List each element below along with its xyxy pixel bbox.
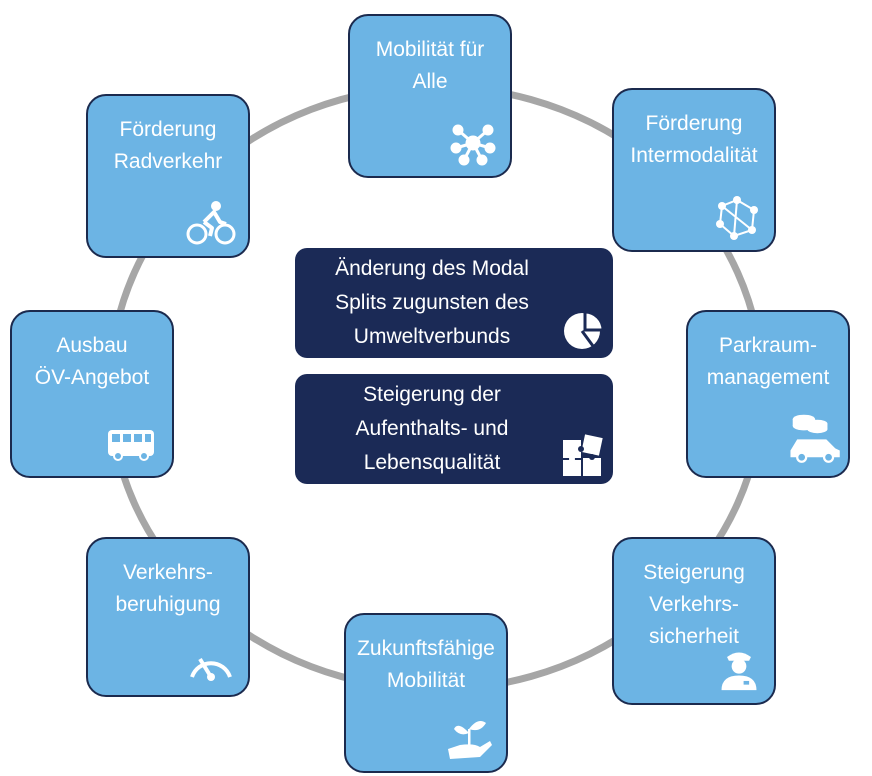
network-icon	[450, 124, 496, 166]
goal-label: Förderung Intermodalität	[630, 112, 758, 167]
central-goal-quality-of-life: Steigerung der Aufenthalts- und Lebensqu…	[295, 374, 613, 484]
goal-label: Verkehrs- beruhigung	[115, 561, 221, 616]
goal-label: Mobilität für Alle	[375, 38, 485, 93]
goal-mobility-for-all: Mobilität für Alle	[348, 14, 512, 178]
goal-traffic-safety: Steigerung Verkehrs- sicherheit	[612, 537, 776, 705]
pie-chart-icon	[564, 310, 605, 349]
speedometer-icon	[190, 657, 232, 681]
cyclist-icon	[186, 201, 236, 245]
police-officer-icon	[721, 652, 757, 691]
central-goal-label: Steigerung der Aufenthalts- und Lebensqu…	[355, 383, 509, 474]
goal-cycling: Förderung Radverkehr	[86, 94, 250, 258]
goal-label: Steigerung Verkehrs- sicherheit	[643, 561, 745, 648]
plant-hand-icon	[448, 721, 492, 759]
goal-label: Zukunftsfähige Mobilität	[357, 637, 495, 692]
goal-parking-management: Parkraum- management	[686, 310, 850, 478]
central-goal-modal-split: Änderung des Modal Splits zugunsten des …	[295, 248, 613, 358]
goal-public-transport: Ausbau ÖV-Angebot	[10, 310, 174, 478]
goal-future-mobility: Zukunftsfähige Mobilität	[344, 613, 508, 773]
puzzle-icon	[563, 434, 603, 476]
goal-label: Ausbau ÖV-Angebot	[34, 334, 150, 389]
goal-traffic-calming: Verkehrs- beruhigung	[86, 537, 250, 697]
coins-car-icon	[790, 414, 840, 463]
people-network-icon	[716, 196, 758, 240]
goal-label: Förderung Radverkehr	[113, 118, 223, 173]
central-goal-label: Änderung des Modal Splits zugunsten des …	[335, 257, 529, 348]
bus-icon	[108, 430, 154, 461]
goal-intermodality: Förderung Intermodalität	[612, 88, 776, 252]
goal-label: Parkraum- management	[706, 334, 830, 389]
